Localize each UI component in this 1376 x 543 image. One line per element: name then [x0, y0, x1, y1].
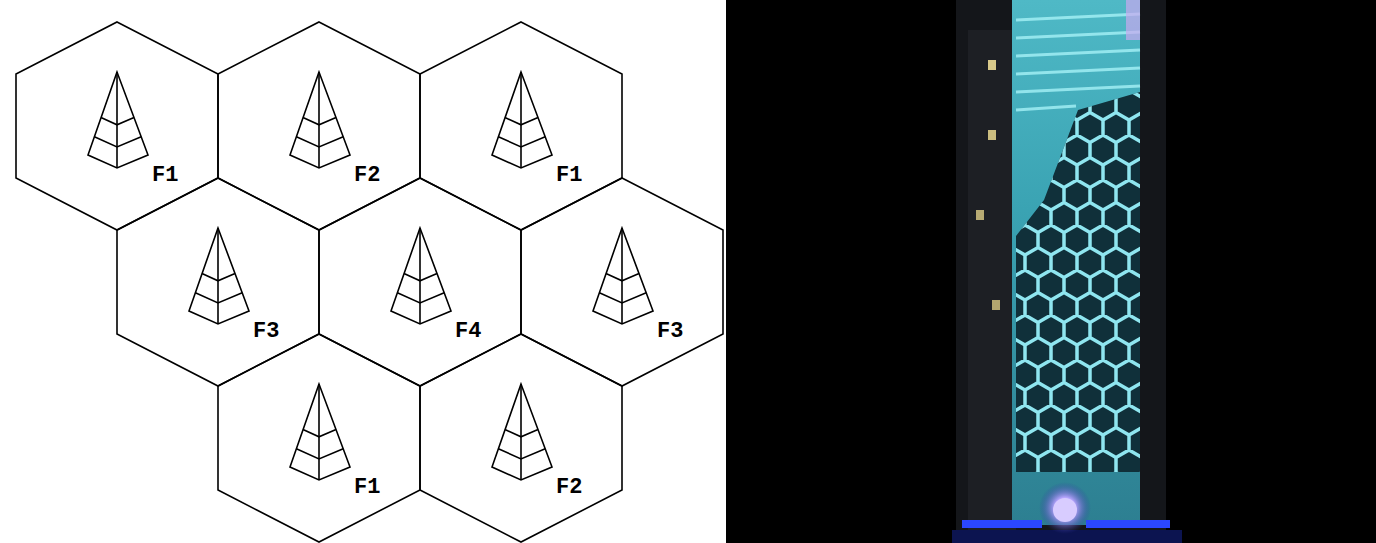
cell-hexagon — [218, 334, 420, 542]
cell-hexagon — [117, 178, 319, 386]
cell-outline — [117, 178, 319, 386]
frequency-label: F2 — [354, 164, 380, 188]
frequency-label: F1 — [354, 476, 380, 500]
cell-outline — [319, 178, 521, 386]
tower-symbol — [593, 228, 653, 324]
cell-outline — [218, 22, 420, 230]
cell-outline — [218, 334, 420, 542]
cell-node: F3 — [521, 178, 723, 386]
cell-hexagon — [521, 178, 723, 386]
cell-node: F2 — [420, 334, 622, 542]
tower-symbol — [391, 228, 451, 324]
cell-node: F1 — [420, 22, 622, 230]
tower-symbol — [88, 72, 148, 168]
frequency-label: F1 — [556, 164, 582, 188]
cell-hexagon — [420, 334, 622, 542]
cell-hexagon — [218, 22, 420, 230]
cell-node: F2 — [218, 22, 420, 230]
frequency-label: F1 — [152, 164, 178, 188]
cell-node: F1 — [218, 334, 420, 542]
tower-symbol — [492, 384, 552, 480]
cell-outline — [420, 22, 622, 230]
cell-outline — [16, 22, 218, 230]
tower-symbol — [290, 384, 350, 480]
frequency-label: F3 — [657, 320, 683, 344]
tower-symbol — [492, 72, 552, 168]
frequency-label: F2 — [556, 476, 582, 500]
cell-outline — [521, 178, 723, 386]
cell-node: F3 — [117, 178, 319, 386]
frequency-label: F3 — [253, 320, 279, 344]
building-photo — [726, 0, 1376, 543]
tower-symbol — [189, 228, 249, 324]
cell-node: F1 — [16, 22, 218, 230]
tower-symbol — [290, 72, 350, 168]
frequency-label: F4 — [455, 320, 481, 344]
cell-node: F4 — [319, 178, 521, 386]
cell-hexagon — [16, 22, 218, 230]
cell-hexagon — [319, 178, 521, 386]
cell-hexagon — [420, 22, 622, 230]
cell-outline — [420, 334, 622, 542]
